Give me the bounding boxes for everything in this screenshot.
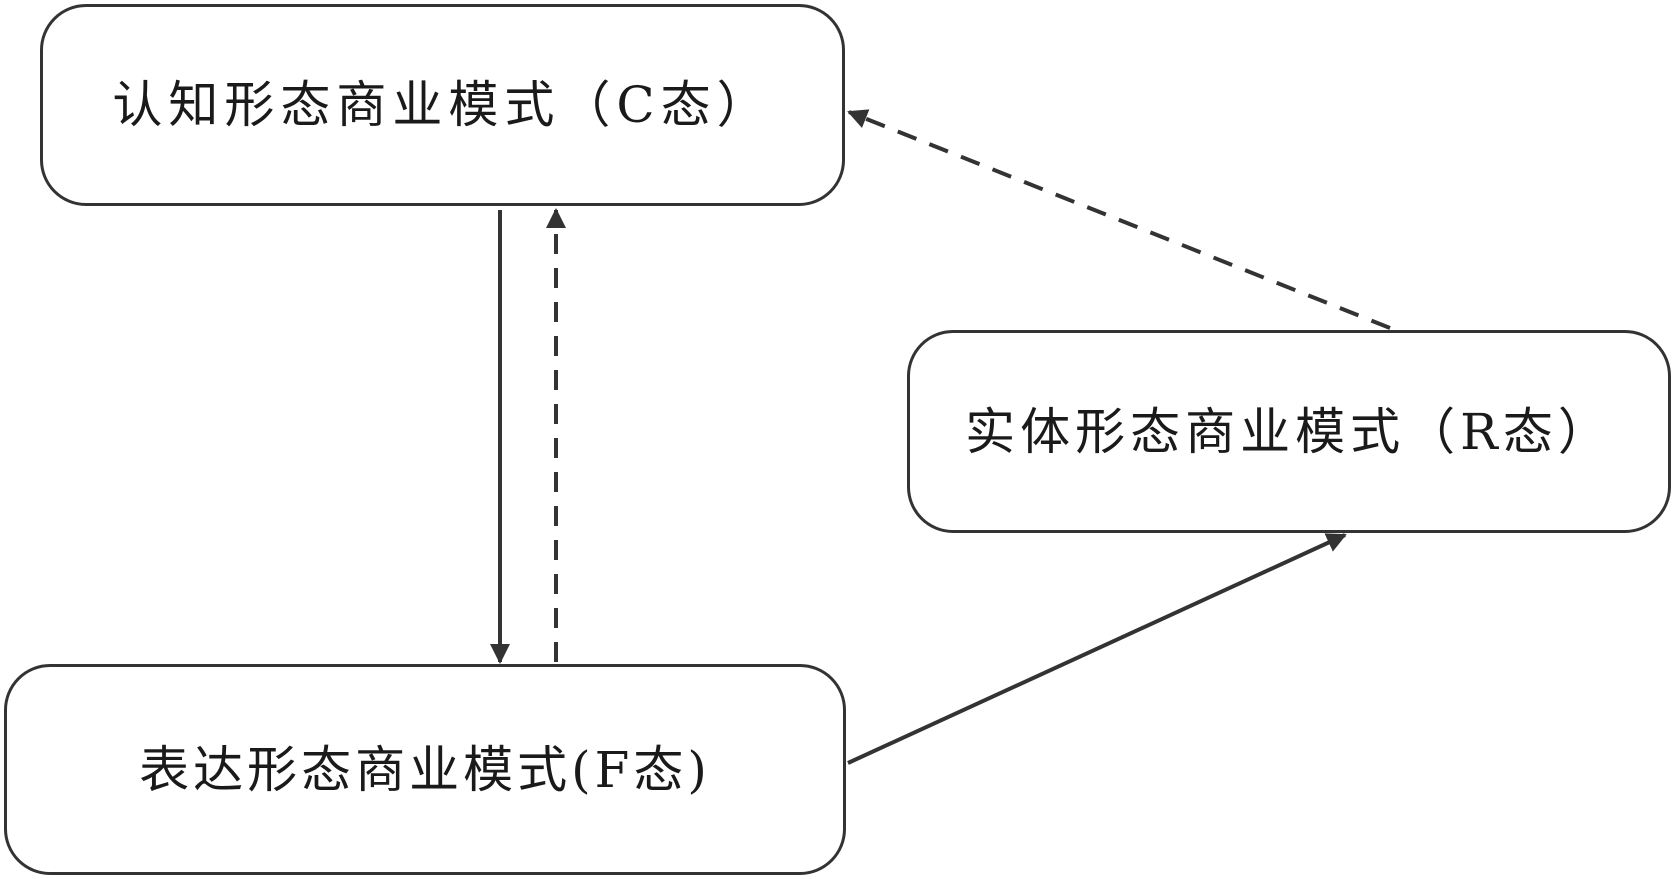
node-c-state: 认知形态商业模式（C态）: [40, 4, 845, 206]
node-c-state-label: 认知形态商业模式（C态）: [112, 76, 773, 134]
node-r-state: 实体形态商业模式（R态）: [907, 330, 1671, 533]
arrow-r-to-c: [847, 109, 1391, 330]
node-f-state-label: 表达形态商业模式(F态): [139, 740, 711, 799]
node-f-state: 表达形态商业模式(F态): [4, 664, 846, 875]
arrow-f-to-r: [847, 533, 1347, 765]
node-r-state-label: 实体形态商业模式（R态）: [965, 402, 1613, 461]
